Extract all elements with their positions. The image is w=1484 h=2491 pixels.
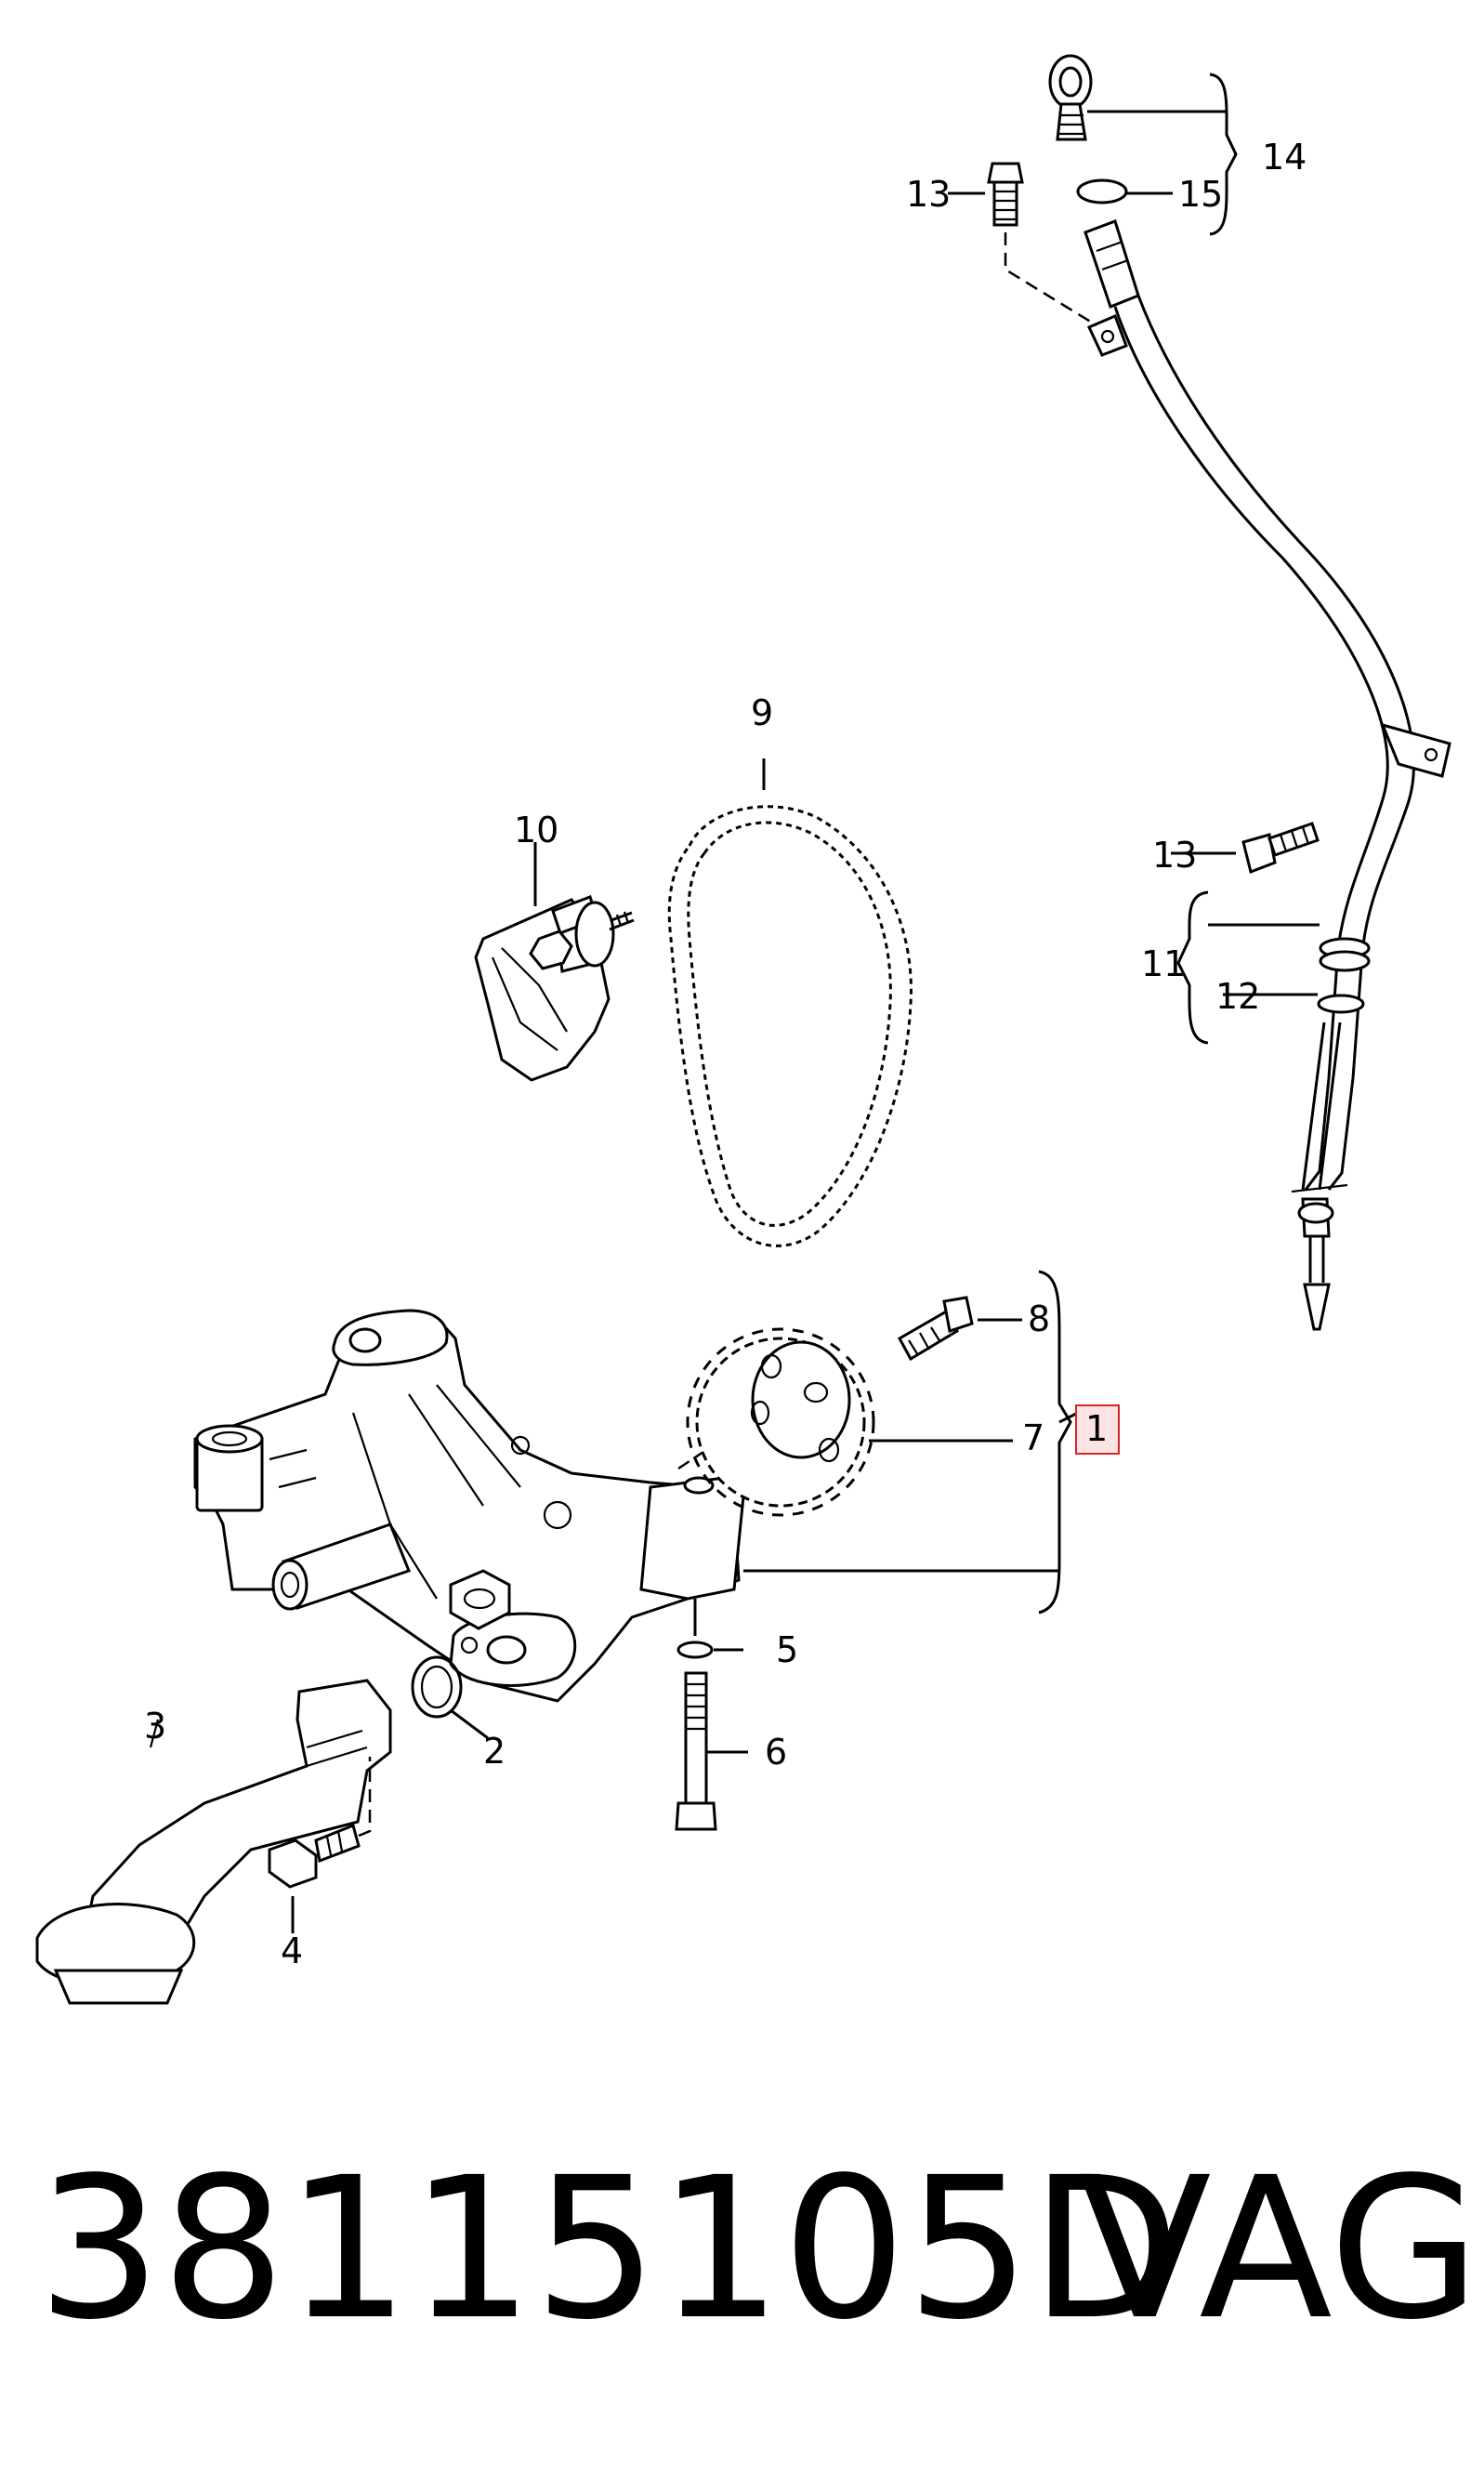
assembly-1-bracket — [1038, 1270, 1079, 1615]
timing-chain — [667, 758, 913, 1247]
callout-3: 3 — [144, 1706, 166, 1746]
callout-10: 10 — [514, 810, 558, 850]
part-number: 38115105D — [37, 2135, 1181, 2363]
callout-13-top: 13 — [906, 174, 951, 215]
o-ring-2 — [411, 1655, 489, 1740]
callout-6: 6 — [765, 1732, 787, 1773]
bolt-13-mid — [1241, 822, 1320, 875]
bolt-13-top — [987, 162, 1097, 327]
callout-4: 4 — [281, 1931, 303, 1971]
callout-2: 2 — [483, 1731, 506, 1772]
callout-1: 1 — [1085, 1408, 1108, 1449]
part-caption: 38115105D VAG — [37, 2110, 1480, 2389]
callout-8: 8 — [1028, 1298, 1050, 1339]
callout-9: 9 — [751, 692, 773, 733]
chain-tensioner — [474, 842, 635, 1082]
dipstick-leaders — [948, 72, 1320, 1045]
bolt-6 — [675, 1671, 748, 1831]
callout-12: 12 — [1215, 976, 1260, 1017]
callout-5: 5 — [776, 1629, 798, 1670]
callout-13-mid: 13 — [1152, 835, 1197, 876]
callout-11: 11 — [1141, 943, 1186, 984]
callout-15: 15 — [1178, 174, 1223, 215]
brand-name: VAG — [1078, 2135, 1480, 2363]
bolt-4 — [268, 1757, 372, 1933]
callout-1-highlight — [1075, 1404, 1120, 1455]
oil-pickup-pipe — [35, 1679, 392, 2005]
oil-pump-housing — [193, 1309, 1059, 1703]
callout-7: 7 — [1022, 1417, 1044, 1458]
bolt-8 — [897, 1296, 1022, 1362]
dipstick-assembly — [1048, 54, 1451, 1331]
washer-5 — [676, 1599, 743, 1659]
sprocket — [686, 1327, 875, 1517]
callout-14: 14 — [1262, 137, 1307, 178]
